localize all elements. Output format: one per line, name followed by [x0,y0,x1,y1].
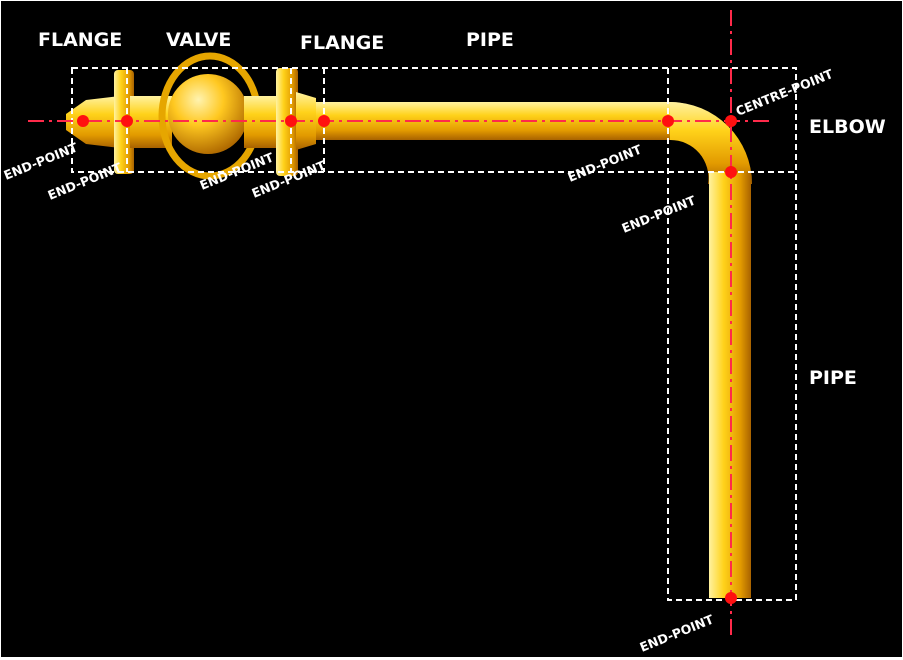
label-pipe-horizontal: PIPE [466,29,514,51]
label-pipe-vertical: PIPE [809,367,857,389]
valve-ball [168,74,248,154]
reducer [296,92,316,150]
marker-end-point-3 [285,115,297,127]
marker-end-point-4 [318,115,330,127]
label-valve: VALVE [166,29,231,51]
marker-end-point-5 [662,115,674,127]
label-flange-right: FLANGE [300,32,384,54]
marker-end-point-1 [77,115,89,127]
marker-end-point-6 [725,166,737,178]
label-elbow: ELBOW [809,116,886,138]
centerlines [28,10,772,640]
label-flange-left: FLANGE [38,29,122,51]
marker-end-point-2 [121,115,133,127]
marker-end-point-7 [725,592,737,604]
point-markers [77,115,737,604]
marker-centre-point [725,115,737,127]
